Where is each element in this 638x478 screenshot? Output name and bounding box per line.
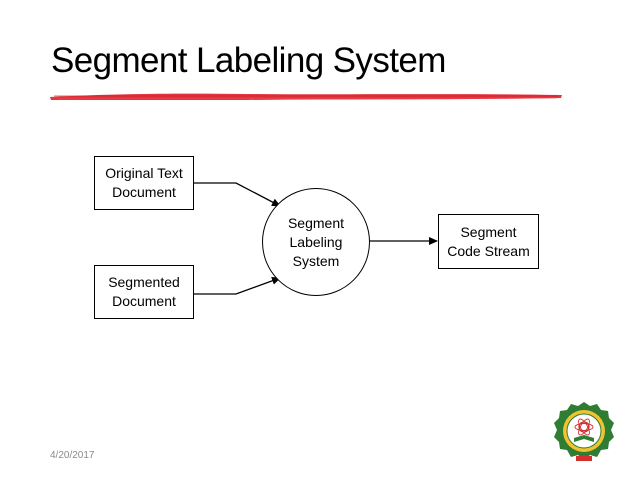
segmented-document-label: Segmented Document <box>108 274 180 309</box>
original-text-document-label: Original Text Document <box>105 165 183 200</box>
segment-code-stream-label: Segment Code Stream <box>447 223 530 259</box>
segment-code-stream-box: Segment Code Stream <box>438 214 539 269</box>
connector-original-to-system <box>194 182 281 207</box>
process-label: Segment Labeling System <box>287 214 345 269</box>
university-seal-logo-icon <box>554 402 614 461</box>
segmented-document-box: Segmented Document <box>94 265 194 319</box>
slide-date: 4/20/2017 <box>50 450 95 461</box>
title-underline <box>50 93 562 100</box>
original-text-document-box: Original Text Document <box>94 156 194 210</box>
connector-segmented-to-system <box>194 276 281 295</box>
slide-title: Segment Labeling System <box>51 41 446 80</box>
segment-labeling-system-process: Segment Labeling System <box>262 188 370 296</box>
